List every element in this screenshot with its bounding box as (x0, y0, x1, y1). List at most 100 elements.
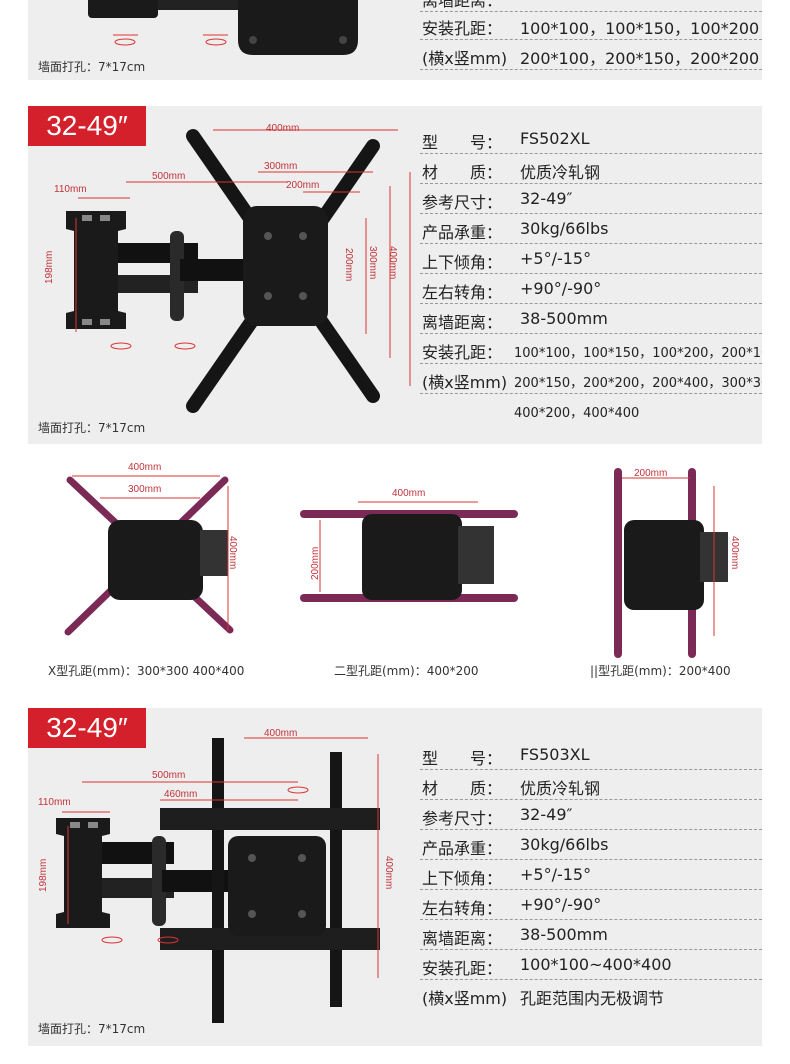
spec-label: 离墙距离： (422, 929, 503, 948)
spec-label: 型 号： (422, 133, 503, 152)
spec-label: 左右转角： (422, 283, 503, 302)
spec-row: (横x竖mm) 孔距范围内无极调节 (420, 980, 762, 1010)
panel-fs503xl: 32-49″ (28, 708, 762, 1046)
dim-400mm: 400mm (266, 123, 300, 134)
dim-198mm: 198mm (38, 858, 49, 892)
spec-row: 产品承重： 30kg/66lbs (420, 830, 762, 860)
spec-row: 安装孔距： 100*100，100*150，100*200，200*100 (420, 334, 762, 364)
dim-200mm: 200mm (634, 468, 668, 479)
spec-row-partial: 离墙距离： (420, 0, 762, 12)
spec-row: 产品承重： 30kg/66lbs (420, 214, 762, 244)
two-bar-config-illustration (300, 501, 518, 602)
spec-label: 型 号： (422, 749, 503, 768)
dim-400mm-vertical: 400mm (383, 856, 394, 890)
dim-110mm: 110mm (54, 184, 87, 195)
spec-row: 参考尺寸： 32-49″ (420, 184, 762, 214)
spec-value: 100*100，100*150，100*200，200*100 (514, 346, 762, 361)
dim-400mm-vertical: 400mm (729, 536, 740, 570)
spec-value: 优质冷轧钢 (520, 163, 601, 182)
spec-label: 左右转角： (422, 899, 503, 918)
spec-row: (横x竖mm) 200*100，200*150，200*200 (420, 40, 762, 70)
spec-label: 参考尺寸： (422, 193, 503, 212)
dim-200mm-vertical: 200mm (343, 248, 354, 282)
wall-drill-note: 墙面打孔：7*17cm (38, 60, 146, 74)
spec-value: 孔距范围内无极调节 (520, 989, 665, 1008)
size-badge: 32-49″ (28, 106, 146, 146)
spec-value: 32-49″ (520, 805, 573, 824)
ii-config-illustration (614, 468, 728, 658)
spec-value: 优质冷轧钢 (520, 779, 601, 798)
spec-label: (横x竖mm) (422, 989, 508, 1008)
dim-400mm-vertical: 400mm (387, 246, 398, 280)
spec-row: (横x竖mm) 200*150，200*200，200*400，300*300 (420, 364, 762, 394)
x-config-caption: X型孔距(mm)：300*300 400*400 (48, 664, 245, 678)
spec-row: 400*200，400*400 (420, 394, 762, 424)
spec-label: 材 质： (422, 779, 503, 798)
spec-label: (横x竖mm) (422, 373, 508, 392)
dim-200mm: 200mm (286, 180, 320, 191)
dim-400mm: 400mm (264, 728, 298, 739)
spec-row: 上下倾角： +5°/-15° (420, 860, 762, 890)
ii-config-caption: ||型孔距(mm)：200*400 (590, 664, 731, 678)
spec-label: 产品承重： (422, 223, 503, 242)
wall-drill-note: 墙面打孔：7*17cm (38, 421, 146, 435)
spec-value: 200*150，200*200，200*400，300*300 (514, 376, 762, 391)
dim-500mm: 500mm (152, 770, 186, 781)
panel-top-product: 离墙距离： 安装孔距： 100*100，100*150，100*200 (横x竖… (28, 0, 762, 80)
spec-row: 离墙距离： 38-500mm (420, 920, 762, 950)
dim-300mm: 300mm (264, 161, 298, 172)
spec-row: 型 号： FS503XL (420, 740, 762, 770)
spec-row: 材 质： 优质冷轧钢 (420, 154, 762, 184)
spec-value: 400*200，400*400 (514, 406, 640, 421)
spec-label: 安装孔距： (422, 343, 503, 362)
spec-label: 安装孔距： (422, 959, 503, 978)
tv-bracket-illustration (160, 738, 380, 1023)
dim-500mm: 500mm (152, 171, 186, 182)
spec-row: 材 质： 优质冷轧钢 (420, 770, 762, 800)
spec-value: +5°/-15° (520, 249, 592, 268)
spec-label: 产品承重： (422, 839, 503, 858)
dim-200mm-vertical: 200mm (310, 546, 321, 580)
spec-row: 左右转角： +90°/-90° (420, 890, 762, 920)
spec-label: 参考尺寸： (422, 809, 503, 828)
spec-row: 参考尺寸： 32-49″ (420, 800, 762, 830)
dimension-lines (75, 129, 411, 386)
dim-198mm: 198mm (44, 250, 55, 284)
panel-fs502xl: 32-49″ (28, 106, 762, 444)
spec-row: 型 号： FS502XL (420, 124, 762, 154)
spec-row: 安装孔距： 100*100，100*150，100*200 (420, 10, 762, 40)
dim-400mm: 400mm (392, 488, 426, 499)
spec-value: 100*100~400*400 (520, 955, 672, 974)
dimension-lines (62, 737, 379, 978)
spec-value: FS502XL (520, 129, 590, 148)
spec-value: +90°/-90° (520, 895, 602, 914)
spec-label: 上下倾角： (422, 253, 503, 272)
dim-460mm: 460mm (164, 789, 198, 800)
spec-row: 左右转角： +90°/-90° (420, 274, 762, 304)
spec-row: 离墙距离： 38-500mm (420, 304, 762, 334)
dim-400mm: 400mm (128, 462, 162, 473)
two-bar-config-caption: 二型孔距(mm)：400*200 (334, 664, 479, 678)
spec-value: 30kg/66lbs (520, 835, 609, 854)
spec-value: 38-500mm (520, 309, 608, 328)
spec-value: FS503XL (520, 745, 590, 764)
spec-value: 38-500mm (520, 925, 608, 944)
spec-label: (横x竖mm) (422, 49, 508, 68)
dim-300mm-vertical: 300mm (367, 246, 378, 280)
dim-110mm: 110mm (38, 797, 71, 808)
spec-row: 安装孔距： 100*100~400*400 (420, 950, 762, 980)
spec-value: +90°/-90° (520, 279, 602, 298)
spec-value: 30kg/66lbs (520, 219, 609, 238)
size-badge: 32-49″ (28, 708, 146, 748)
spec-label: 离墙距离： (422, 313, 503, 332)
spec-value: 32-49″ (520, 189, 573, 208)
spec-label: 材 质： (422, 163, 503, 182)
x-config-illustration (64, 475, 234, 636)
spec-value: +5°/-15° (520, 865, 592, 884)
dim-400mm-vertical: 400mm (227, 536, 238, 570)
dim-300mm: 300mm (128, 484, 162, 495)
tv-bracket-illustration (238, 0, 358, 55)
spec-label: 离墙距离： (422, 0, 503, 10)
tv-bracket-illustration (186, 129, 380, 413)
wall-plate-illustration (88, 0, 238, 46)
